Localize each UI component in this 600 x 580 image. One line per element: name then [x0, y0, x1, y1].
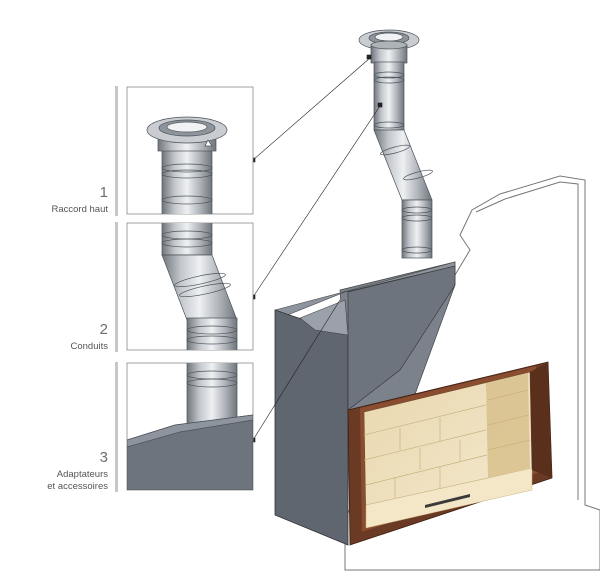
side-bar-3	[115, 362, 118, 492]
detail-box-adaptateurs	[126, 362, 254, 491]
offset-pipe-icon	[161, 223, 238, 350]
marker-point-1	[366, 54, 372, 60]
detail-box-conduits	[126, 222, 254, 351]
step-label-3-line2: et accessoires	[47, 481, 108, 492]
step-label-2: Conduits	[70, 341, 109, 352]
main-chimney-pipe	[358, 29, 433, 259]
side-bars	[115, 86, 118, 492]
step-number-2: 2	[99, 321, 108, 338]
step-number-1: 1	[99, 184, 108, 201]
fireplace-body	[274, 261, 553, 546]
hood-adapter-icon	[127, 363, 253, 490]
step-number-3: 3	[99, 449, 108, 466]
chimney-top-collar-icon	[146, 116, 228, 214]
side-bar-1	[115, 86, 118, 216]
marker-point-2	[377, 102, 383, 108]
side-bar-2	[115, 222, 118, 352]
detail-box-raccord-haut	[126, 86, 254, 215]
step-label-3-line1: Adaptateurs	[56, 469, 108, 480]
step-label-1: Raccord haut	[51, 204, 108, 215]
